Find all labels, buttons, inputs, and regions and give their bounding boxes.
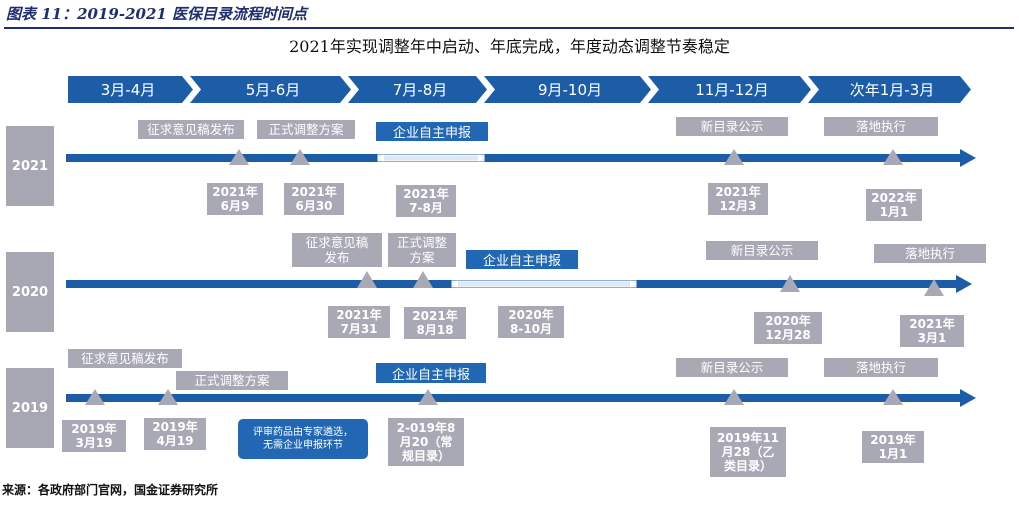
year-box-2019: 2019 [6,368,54,448]
marker-2020-aug18 [413,271,433,288]
timeline-2021-line [66,154,962,162]
note-2019-expert-selection: 评审药品由专家遴选，无需企业申报环节 [238,419,368,459]
phase-chevron-4 [484,76,651,103]
phase-label-6: 次年1月-3月 [849,81,935,99]
tag-2019-draft: 征求意见稿发布 [68,349,182,368]
phase-chevron-3 [348,76,487,103]
tag-2019-implementation: 落地执行 [824,358,938,377]
marker-2021-jun9 [229,149,249,165]
timeline-2020-arrowhead [956,275,972,293]
tag-2020-self-report: 企业自主申报 [466,250,578,269]
phase-label-3: 7月-8月 [392,81,448,99]
title-rule [4,27,1014,29]
tag-2019-self-report: 企业自主申报 [376,363,486,383]
year-box-2021: 2021 [6,126,54,206]
timeline-2019-arrowhead [960,389,976,407]
span-2021-self-report [377,154,485,162]
marker-2019-apr19 [158,389,178,405]
marker-2019-aug20 [418,389,438,405]
tag-2021-implementation: 落地执行 [824,117,938,136]
tag-2020-formal-plan: 正式调整方案 [388,233,456,267]
phase-chevron-1 [68,76,193,103]
tag-2021-new-catalog: 新目录公示 [676,117,788,136]
year-box-2020: 2020 [6,252,54,332]
phase-label-2: 5月-6月 [245,81,301,99]
tag-2020-new-catalog: 新目录公示 [706,241,818,260]
tag-2019-new-catalog: 新目录公示 [676,358,788,377]
tag-2021-formal-plan: 正式调整方案 [257,120,355,139]
phase-chevron-2 [190,76,351,103]
tag-2021-self-report: 企业自主申报 [376,122,488,141]
chart-subtitle: 2021年实现调整年中启动、年底完成，年度动态调整节奏稳定 [289,37,730,56]
timeline-2021-arrowhead [960,149,976,167]
marker-2019-mar19 [85,389,105,405]
tag-2020-implementation: 落地执行 [874,244,986,263]
marker-2021-mar1 [924,279,944,296]
phase-label-1: 3月-4月 [100,81,156,99]
marker-2020-jul31 [357,271,377,288]
phase-label-4: 9月-10月 [537,81,603,99]
tag-2021-draft: 征求意见稿发布 [138,120,244,139]
phase-chevron-5 [648,76,811,103]
source-note: 来源：各政府部门官网，国金证券研究所 [2,483,219,497]
tag-2019-formal-plan: 正式调整方案 [176,371,288,390]
marker-2019-nov28 [724,389,744,405]
tag-2020-draft: 征求意见稿发布 [292,233,382,267]
timeline-2019-line [66,394,962,402]
marker-2021-jun30 [290,149,310,165]
span-2020-self-report [451,280,637,288]
marker-2019-jan1 [883,389,903,405]
marker-2020-dec28 [780,275,800,292]
figure-title: 图表 11：2019-2021 医保目录流程时间点 [6,5,308,23]
phase-chevron-6 [808,76,971,103]
phase-label-5: 11月-12月 [695,81,769,99]
marker-2021-dec3 [724,149,744,165]
marker-2022-jan1 [883,149,903,165]
